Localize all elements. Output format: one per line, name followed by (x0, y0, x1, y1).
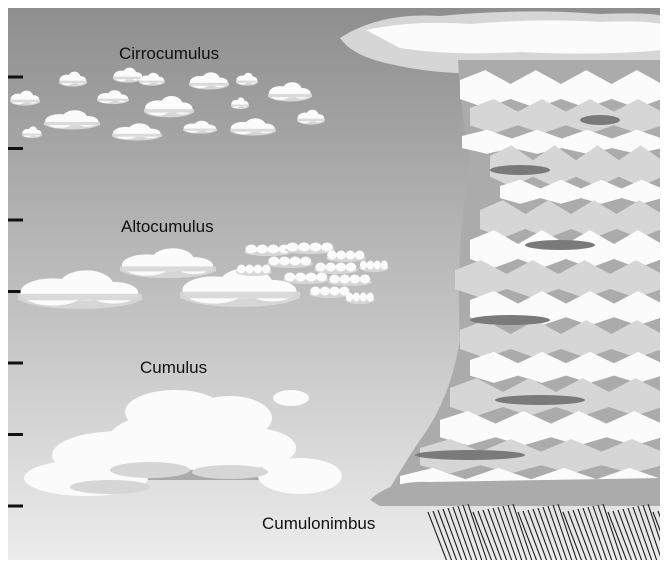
altitude-tick (8, 433, 23, 436)
cumulus-fragment (273, 390, 309, 406)
altitude-tick (8, 147, 23, 150)
altitude-tick (8, 76, 23, 79)
cumulus-shade (70, 480, 150, 494)
altitude-tick (8, 505, 23, 508)
altitude-tick (8, 219, 23, 222)
cirrocumulus-label: Cirrocumulus (119, 44, 219, 64)
cumulonimbus-shadow (580, 115, 620, 125)
cumulonimbus-shadow (490, 165, 550, 175)
cumulus-shade (192, 465, 268, 479)
cumulonimbus-label: Cumulonimbus (262, 514, 375, 534)
cumulus-label: Cumulus (140, 358, 207, 378)
cumulonimbus-base (370, 478, 662, 506)
cumulonimbus-shadow (525, 240, 595, 250)
altitude-tick (8, 362, 23, 365)
cumulonimbus-shadow (495, 395, 585, 405)
cumulonimbus-shadow (415, 450, 525, 460)
cumulus-shade (110, 462, 190, 478)
altocumulus-label: Altocumulus (121, 217, 214, 237)
cumulus-puff (208, 428, 296, 468)
cumulonimbus-shadow (470, 315, 550, 325)
cumulonimbus-anvil-top (366, 20, 662, 53)
